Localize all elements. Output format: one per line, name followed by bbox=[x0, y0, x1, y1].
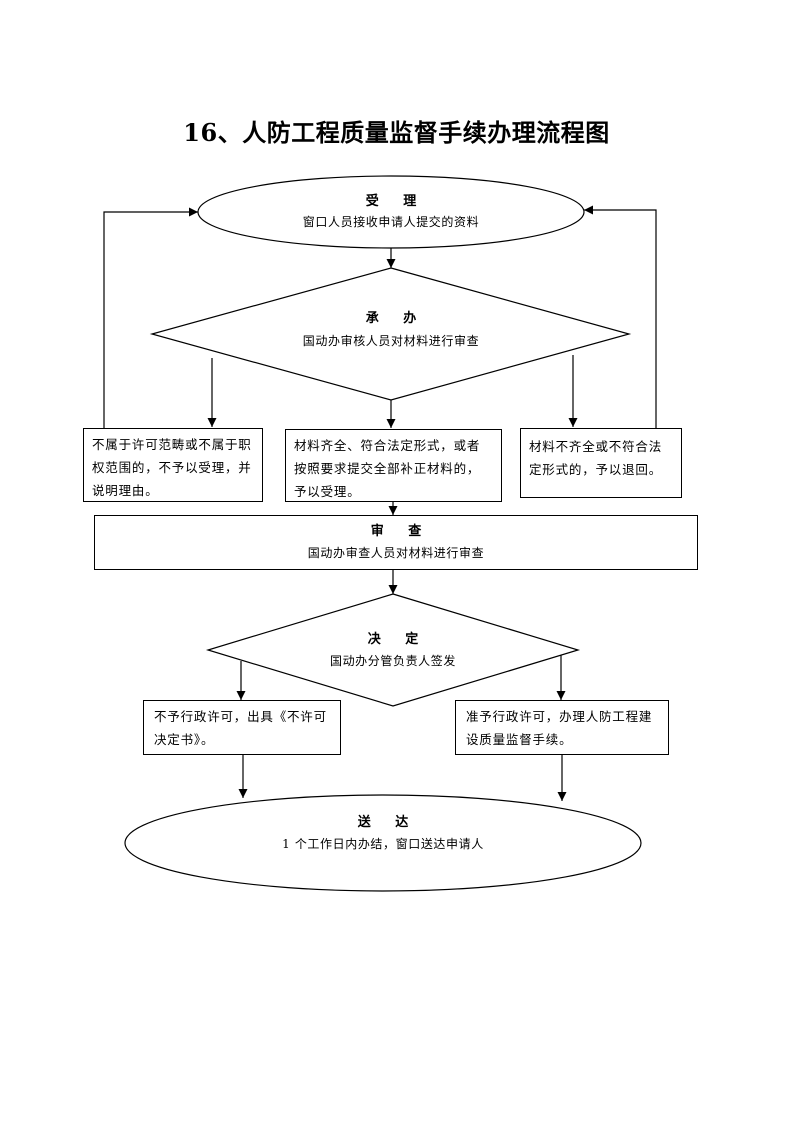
page-title: 16、人防工程质量监督手续办理流程图 bbox=[183, 118, 610, 147]
handle-heading: 承 办 bbox=[365, 311, 427, 326]
accept-node: 受 理 窗口人员接收申请人提交的资料 bbox=[198, 186, 584, 238]
returned-box: 材料不齐全或不符合法定形式的，予以退回。 bbox=[520, 428, 682, 498]
deliver-heading: 送 达 bbox=[357, 814, 419, 830]
deny-box: 不予行政许可，出具《不许可决定书》。 bbox=[143, 700, 341, 755]
decide-description: 国动办分管负责人签发 bbox=[329, 653, 456, 668]
deliver-description: 1 个工作日内办结，窗口送达申请人 bbox=[282, 836, 484, 851]
decide-node: 决 定 国动办分管负责人签发 bbox=[268, 627, 518, 673]
reject-scope-box: 不属于许可范畴或不属于职权范围的，不予以受理，并说明理由。 bbox=[83, 428, 263, 502]
approve-box: 准予行政许可，办理人防工程建设质量监督手续。 bbox=[455, 700, 669, 755]
review-heading: 审 查 bbox=[370, 524, 432, 539]
handle-node: 承 办 国动办审核人员对材料进行审查 bbox=[231, 305, 551, 355]
review-box: 审 查 国动办审查人员对材料进行审查 bbox=[94, 515, 698, 570]
accept-heading: 受 理 bbox=[365, 194, 427, 209]
loop-right bbox=[584, 205, 657, 428]
handle-description: 国动办审核人员对材料进行审查 bbox=[302, 334, 480, 348]
accepted-box: 材料齐全、符合法定形式，或者按照要求提交全部补正材料的，予以受理。 bbox=[285, 429, 502, 502]
deliver-node: 送 达 1 个工作日内办结，窗口送达申请人 bbox=[183, 810, 583, 856]
decide-heading: 决 定 bbox=[367, 631, 429, 647]
decide-diamond bbox=[205, 593, 581, 707]
loop-left bbox=[103, 207, 198, 428]
review-description: 国动办审查人员对材料进行审查 bbox=[307, 546, 485, 560]
deliver-ellipse bbox=[124, 794, 642, 892]
accept-description: 窗口人员接收申请人提交的资料 bbox=[302, 215, 480, 229]
